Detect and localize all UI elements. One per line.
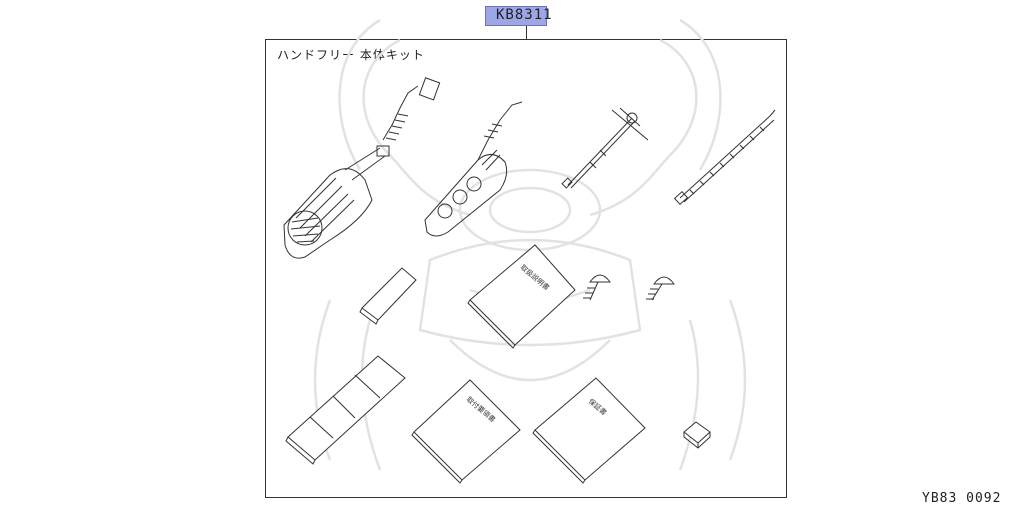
mounting-bracket-part bbox=[285, 355, 406, 465]
part-number-label[interactable]: KB8311 bbox=[496, 7, 553, 23]
cushion-pad-part bbox=[683, 421, 711, 449]
samurai-helmet-watermark-icon bbox=[313, 18, 747, 471]
screw-part-2 bbox=[646, 276, 675, 301]
warranty-book: 保証書 bbox=[532, 377, 646, 484]
kit-title: ハンドフリー 本体キット bbox=[277, 48, 425, 62]
kit-frame bbox=[265, 39, 787, 498]
part-number-label-box[interactable] bbox=[485, 6, 547, 26]
remote-control-part bbox=[424, 101, 523, 237]
double-sided-tape-part bbox=[359, 267, 417, 325]
microphone-part bbox=[561, 107, 649, 189]
cable-tie-part bbox=[673, 109, 776, 206]
instruction-manual-book: 取扱説明書 bbox=[467, 244, 576, 349]
installation-manual-book: 取付要領書 bbox=[411, 379, 521, 484]
part-number-leader-line bbox=[526, 26, 527, 40]
screw-part-1 bbox=[583, 274, 611, 301]
main-unit-part bbox=[283, 77, 441, 259]
figure-code: YB83 0092 bbox=[922, 491, 1002, 506]
